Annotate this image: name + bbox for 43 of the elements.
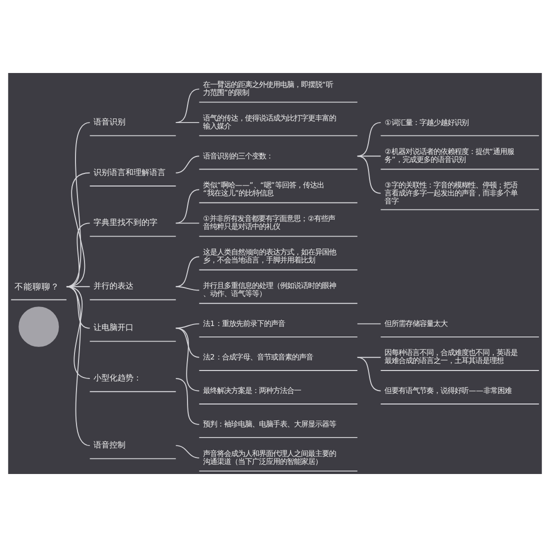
connector <box>175 444 200 458</box>
node-text: ①并非所有发音都要有字面意思；②有些声音纯粹只是对话中的礼仪 <box>203 214 336 231</box>
node-text: ①词汇量：字越少越好识别 <box>384 117 468 126</box>
node-text: 声音将会成为人和界面代理人之间最主要的沟通渠道（当下广泛应用的智能家居） <box>203 448 336 466</box>
connector <box>66 286 90 328</box>
connector <box>175 122 200 123</box>
connector <box>66 286 90 287</box>
connector <box>356 356 382 391</box>
connector <box>175 327 200 391</box>
connector <box>175 88 200 123</box>
node-text: 因每种语言不同，合成难度也不同，英语是最难合成的语言之一，土耳其语是理想 <box>384 348 518 365</box>
node-text: 最终解决方案是：两种方法合一 <box>203 386 302 395</box>
connector <box>175 155 200 173</box>
node-text: ②机器对说话者的依赖程度：提供“通用服务”，完成更多的语音识别 <box>384 146 514 164</box>
node-text: 类似“啊哈——”、“嗯”等回答，传达出“我在这儿”的比特信息 <box>203 180 324 197</box>
node-text: 这是人类自然倾向的表达方式，如在异国他乡，不会当地语言，手脚并用着比划 <box>203 247 336 264</box>
node-text: 法2：合成字母、音节或音素的声音 <box>203 352 313 362</box>
node-text: 法1：重放先前录下的声音 <box>203 318 285 328</box>
node-text: 预判：袖珍电脑、电脑手表、大屏显示器等 <box>203 419 336 428</box>
node-text: 但要有语气节奏，说得好听——非常困难 <box>384 386 512 395</box>
connector <box>356 322 382 324</box>
node-text: 语气的传达，使得说话成为比打字更丰富的输入媒介 <box>203 112 336 130</box>
connector <box>175 188 200 224</box>
connector <box>356 122 382 156</box>
connector <box>175 322 200 328</box>
connector <box>356 155 382 194</box>
node-text: ③字的关联性：字音的模糊性、停顿；把语言看成许多字一起发出的声音，而非多个单音字 <box>384 180 518 206</box>
connector <box>175 286 200 290</box>
node-text: 在一臂远的距离之外使用电脑，即摆脱“听力范围”的限制 <box>203 79 333 96</box>
connector <box>356 155 382 156</box>
connector <box>66 172 90 287</box>
node-circle <box>18 306 59 346</box>
connector <box>66 222 90 287</box>
connector <box>175 327 200 358</box>
node-text: 但所需存储容量太大 <box>384 318 448 328</box>
node-text: 不能聊聊？ <box>14 282 60 292</box>
connector <box>175 378 200 424</box>
connector <box>66 286 90 378</box>
node-text: 并行且多重信息的处理（例如说话时的眼神、动作、语气等等） <box>203 280 336 298</box>
node-text: 语音识别的三个变数： <box>203 150 274 160</box>
connector <box>66 122 90 287</box>
connector <box>175 222 200 224</box>
connector <box>66 286 90 446</box>
